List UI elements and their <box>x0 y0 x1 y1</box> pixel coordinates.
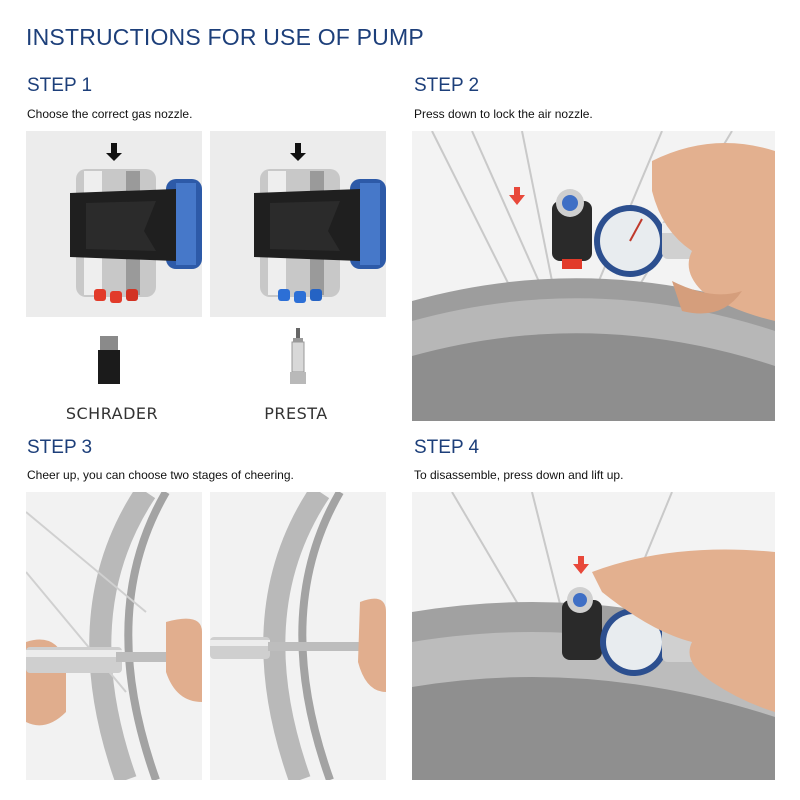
step-4-desc: To disassemble, press down and lift up. <box>414 468 624 482</box>
step-2-desc: Press down to lock the air nozzle. <box>414 107 593 121</box>
step-4-photo <box>412 492 775 780</box>
step-3-photo-right <box>210 492 386 780</box>
step-2-photo <box>412 131 775 421</box>
schrader-nozzle-image <box>26 131 202 317</box>
step-3-desc: Cheer up, you can choose two stages of c… <box>27 468 294 482</box>
presta-valve-icon <box>290 328 306 384</box>
step-1-desc: Choose the correct gas nozzle. <box>27 107 193 121</box>
step-2-drawing <box>412 131 775 421</box>
step-1-label: STEP 1 <box>27 75 93 96</box>
step-3-photo-left <box>26 492 202 780</box>
schrader-nozzle-drawing <box>26 131 202 317</box>
page-title: INSTRUCTIONS FOR USE OF PUMP <box>26 24 424 50</box>
schrader-label: SCHRADER <box>65 404 159 423</box>
step-3-right-drawing <box>210 492 386 780</box>
presta-label: PRESTA <box>264 404 328 423</box>
step-2-label: STEP 2 <box>414 75 480 96</box>
step-4-drawing <box>412 492 775 780</box>
step-4-label: STEP 4 <box>414 437 480 458</box>
step-3-label: STEP 3 <box>27 437 93 458</box>
step-3-left-drawing <box>26 492 202 780</box>
presta-nozzle-image <box>210 131 386 317</box>
schrader-valve-icon <box>98 336 120 384</box>
presta-nozzle-drawing <box>210 131 386 317</box>
